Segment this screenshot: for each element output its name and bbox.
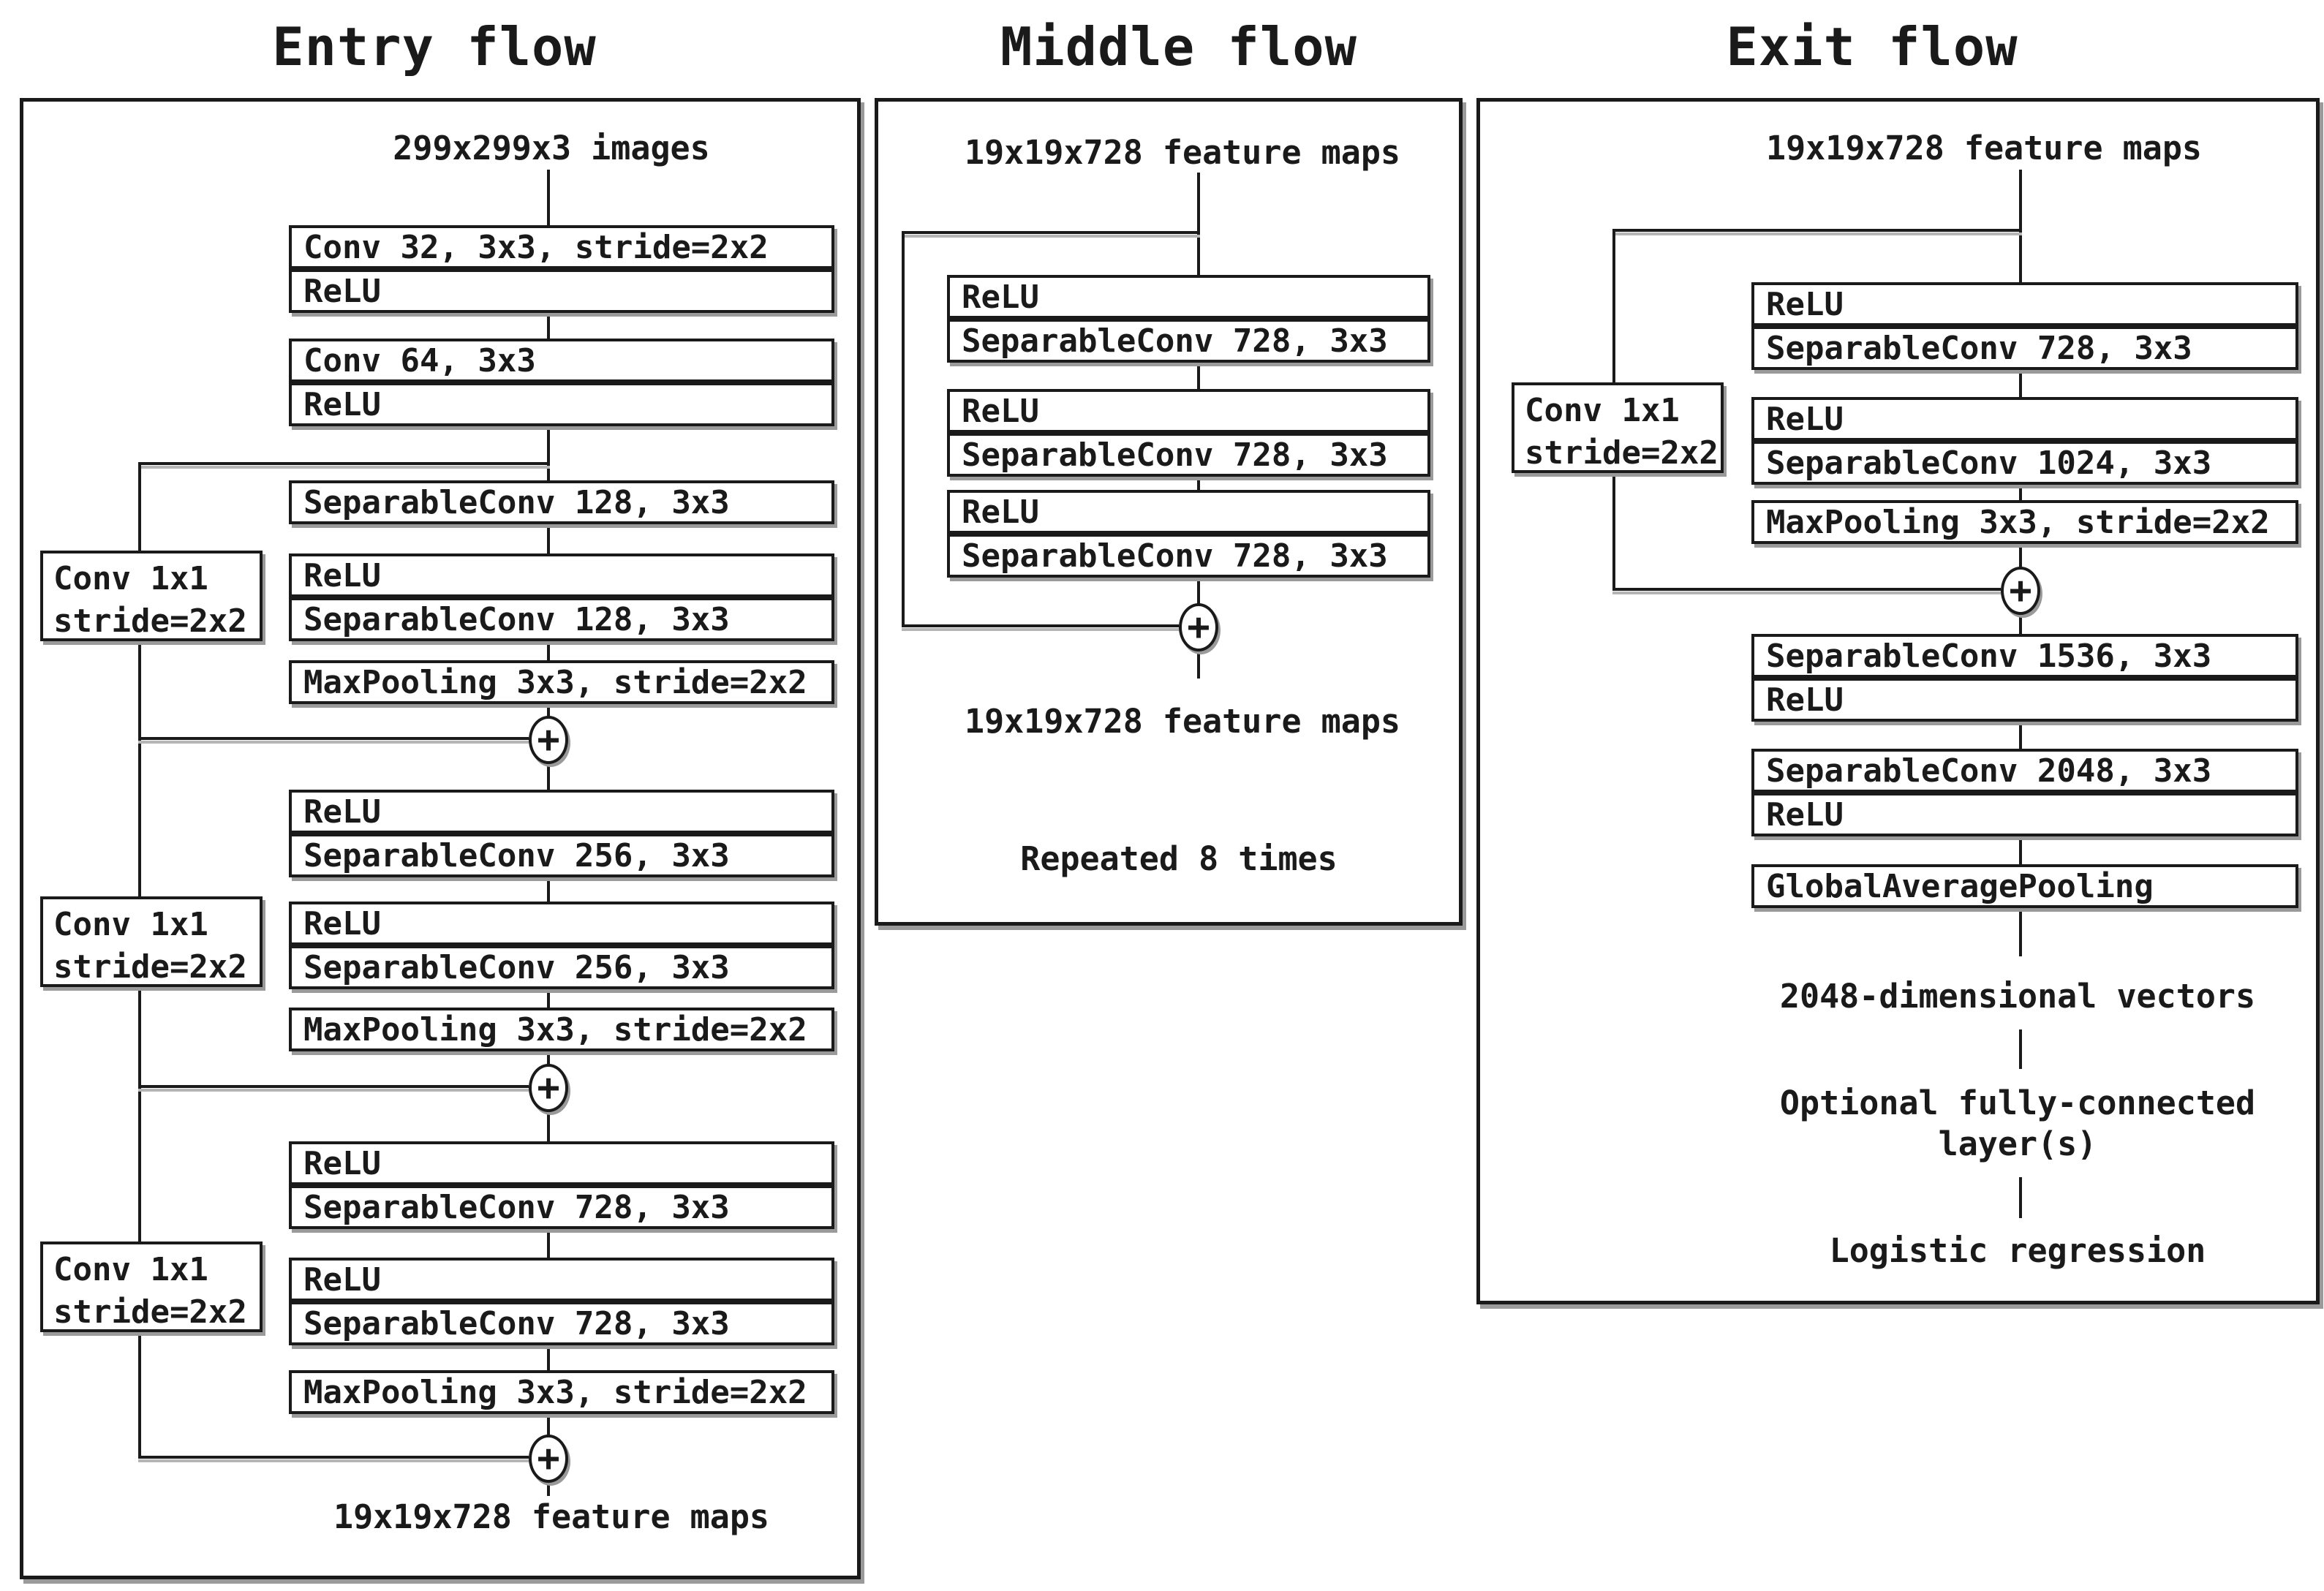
layer-box-sepconv1536: SeparableConv 1536, 3x3: [1751, 634, 2298, 678]
exit-fc-label-line1: Optional fully-connected: [1779, 1084, 2256, 1122]
layer-box-globalaveragepooling: GlobalAveragePooling: [1751, 864, 2298, 908]
residual-add-node: +: [529, 716, 568, 764]
exit-skip-merge-line: [1612, 588, 2001, 591]
middle-flow-title: Middle flow: [1000, 16, 1357, 78]
middle-flow-frame: [875, 98, 1463, 926]
skip-conv-label-line: stride=2x2: [53, 948, 247, 986]
layer-box-relu: ReLU: [1751, 282, 2298, 326]
exit-vectors-label: 2048-dimensional vectors: [1779, 977, 2256, 1016]
exit-skip-branch-line: [1612, 229, 2022, 232]
middle-skip-connector-line: [902, 231, 905, 627]
exit-flow-title: Exit flow: [1726, 16, 2018, 78]
layer-box-maxpooling: MaxPooling 3x3, stride=2x2: [289, 1008, 834, 1051]
exit-logistic-label: Logistic regression: [1829, 1231, 2206, 1270]
exit-main-connector-line: [2019, 170, 2022, 956]
layer-box-sepconv728: SeparableConv 728, 3x3: [289, 1185, 834, 1229]
middle-skip-merge-line: [902, 624, 1179, 627]
exit-flow-frame: [1476, 98, 2320, 1304]
entry-flow-title: Entry flow: [272, 16, 597, 78]
middle-output-label: 19x19x728 feature maps: [964, 702, 1401, 741]
middle-repeat-note: Repeated 8 times: [1020, 839, 1338, 878]
layer-box-relu: ReLU: [1751, 397, 2298, 441]
skip-conv-label-line: Conv 1x1: [53, 906, 208, 943]
layer-box-sepconv728: SeparableConv 728, 3x3: [947, 319, 1430, 363]
exit-lower-connector-line: [2019, 1177, 2022, 1218]
layer-box-relu: ReLU: [947, 490, 1430, 534]
layer-box-maxpooling: MaxPooling 3x3, stride=2x2: [289, 660, 834, 704]
skip-conv-label-line: stride=2x2: [53, 602, 247, 640]
skip-conv-label-line: stride=2x2: [53, 1293, 247, 1331]
layer-box-conv32: Conv 32, 3x3, stride=2x2: [289, 225, 834, 269]
exit-lower-connector-line: [2019, 1029, 2022, 1069]
entry-flow-frame: [20, 98, 861, 1579]
residual-add-node: +: [529, 1435, 568, 1483]
layer-box-maxpooling: MaxPooling 3x3, stride=2x2: [1751, 500, 2298, 544]
layer-box-relu: ReLU: [947, 389, 1430, 433]
skip-conv-label-line: Conv 1x1: [53, 560, 208, 597]
layer-box-sepconv256: SeparableConv 256, 3x3: [289, 834, 834, 877]
entry-input-label: 299x299x3 images: [393, 129, 710, 167]
layer-box-conv64: Conv 64, 3x3: [289, 339, 834, 382]
layer-box-relu: ReLU: [289, 269, 834, 313]
layer-box-relu: ReLU: [289, 1141, 834, 1185]
middle-input-label: 19x19x728 feature maps: [964, 133, 1401, 172]
exit-skip-conv-box: Conv 1x1 stride=2x2: [1512, 382, 1724, 473]
entry-skip-merge-line-1: [138, 737, 529, 740]
layer-box-relu: ReLU: [1751, 678, 2298, 722]
layer-box-sepconv256: SeparableConv 256, 3x3: [289, 945, 834, 989]
layer-box-relu: ReLU: [289, 902, 834, 945]
residual-add-node: +: [2001, 567, 2040, 615]
entry-skip-branch-line: [138, 462, 550, 465]
exit-fc-label-line2: layer(s): [1938, 1125, 2097, 1163]
exit-input-label: 19x19x728 feature maps: [1765, 129, 2203, 167]
layer-box-relu: ReLU: [289, 1258, 834, 1301]
skip-conv-label-line: Conv 1x1: [1525, 392, 1680, 429]
skip-conv-label-line: Conv 1x1: [53, 1251, 208, 1288]
layer-box-relu: ReLU: [947, 275, 1430, 319]
layer-box-maxpooling: MaxPooling 3x3, stride=2x2: [289, 1370, 834, 1414]
skip-conv-label-line: stride=2x2: [1525, 434, 1719, 472]
layer-box-sepconv2048: SeparableConv 2048, 3x3: [1751, 749, 2298, 793]
layer-box-sepconv728: SeparableConv 728, 3x3: [289, 1301, 834, 1345]
layer-box-sepconv128: SeparableConv 128, 3x3: [289, 480, 834, 524]
layer-box-sepconv128: SeparableConv 128, 3x3: [289, 597, 834, 641]
entry-skip-merge-line-3: [138, 1456, 529, 1459]
residual-add-node: +: [529, 1064, 568, 1112]
entry-skip-conv-box-1: Conv 1x1 stride=2x2: [40, 551, 263, 641]
entry-output-label: 19x19x728 feature maps: [333, 1497, 770, 1536]
entry-skip-merge-line-2: [138, 1085, 529, 1088]
entry-skip-conv-box-3: Conv 1x1 stride=2x2: [40, 1242, 263, 1332]
layer-box-sepconv728: SeparableConv 728, 3x3: [1751, 326, 2298, 370]
layer-box-sepconv728: SeparableConv 728, 3x3: [947, 433, 1430, 477]
layer-box-sepconv1024: SeparableConv 1024, 3x3: [1751, 441, 2298, 485]
middle-skip-branch-line: [902, 231, 1200, 234]
layer-box-relu: ReLU: [289, 790, 834, 834]
residual-add-node: +: [1179, 603, 1218, 651]
layer-box-relu: ReLU: [289, 382, 834, 426]
layer-box-relu: ReLU: [1751, 793, 2298, 836]
entry-skip-conv-box-2: Conv 1x1 stride=2x2: [40, 896, 263, 987]
layer-box-relu: ReLU: [289, 553, 834, 597]
layer-box-sepconv728: SeparableConv 728, 3x3: [947, 534, 1430, 578]
